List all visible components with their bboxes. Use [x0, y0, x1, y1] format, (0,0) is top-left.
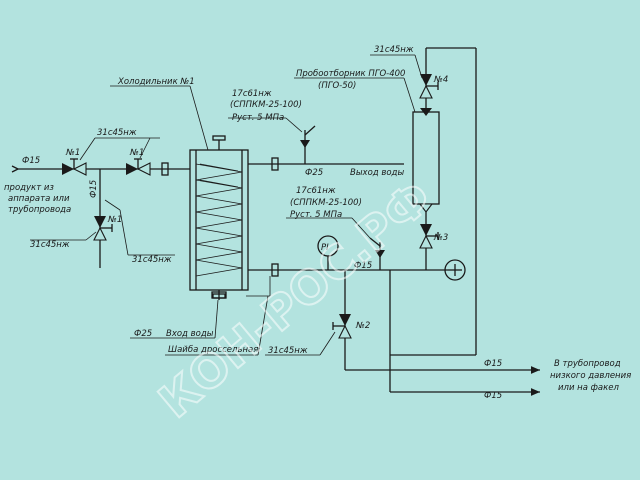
- d15-right2-label: Ф15: [484, 391, 502, 401]
- water-out-pipe: [248, 140, 404, 171]
- valve-n3-label: №3: [433, 233, 448, 243]
- valve-n4: [419, 74, 439, 99]
- valve-n1-a: [62, 158, 87, 176]
- valve-top-code-label: 31с45нж: [97, 128, 137, 138]
- leader-lines: [30, 54, 423, 356]
- pi-label: PI: [321, 243, 329, 253]
- valve-n3: [419, 224, 439, 249]
- safety2-code-label: 17с61нж: [296, 186, 336, 196]
- safety-valve-2: [369, 237, 385, 258]
- safety2-model-label: (СППКМ-25-100): [290, 198, 362, 208]
- valve-bottom-left-code-label: 31с45нж: [30, 240, 70, 250]
- thermometer: [444, 259, 466, 281]
- valve-n1-b-label: №1: [129, 148, 144, 158]
- valve-n2: [332, 314, 352, 339]
- inlet-flange: [161, 162, 169, 176]
- product-in-label-2: аппарата или: [8, 194, 70, 204]
- to-pipe-label-2: низкого давления: [550, 371, 631, 381]
- water-out-label: Выход воды: [350, 168, 404, 178]
- to-pipe-label: В трубопровод: [554, 359, 621, 369]
- valve-n2-code-label: 31с45нж: [268, 346, 308, 356]
- d15-mid-label: Ф15: [354, 261, 372, 271]
- cooler-title-label: Холодильник №1: [117, 77, 195, 87]
- valve-n2-label: №2: [355, 321, 370, 331]
- safety1-press-label: Руст. 5 МПа: [232, 113, 284, 123]
- d25-out-label: Ф25: [305, 168, 323, 178]
- cooler: [189, 135, 249, 300]
- sampler: [390, 47, 477, 356]
- safety1-model-label: (СППКМ-25-100): [230, 100, 302, 110]
- d25-in-label: Ф25: [134, 329, 152, 339]
- safety1-code-label: 17с61нж: [232, 89, 272, 99]
- sampler-label-2: (ПГО-50): [318, 81, 356, 91]
- safety-valve-1: [300, 125, 316, 148]
- valve-n1-b: [126, 158, 151, 176]
- safety2-press-label: Руст. 5 МПа: [290, 210, 342, 220]
- valve-n4-code-label: 31с45нж: [374, 45, 414, 55]
- d15-vertical-label: Ф15: [89, 180, 99, 198]
- to-pipe-label-3: или на факел: [558, 383, 619, 393]
- product-in-label-3: трубопровода: [8, 205, 71, 215]
- valve-n1-c-label: №1: [107, 215, 122, 225]
- valve-n1-c: [93, 216, 113, 241]
- labels: продукт из аппарата или трубопровода Ф15…: [4, 45, 631, 401]
- d15-right1-label: Ф15: [484, 359, 502, 369]
- valve-n1-a-label: №1: [65, 148, 80, 158]
- throttle-washer: [211, 276, 271, 299]
- d15-left-label: Ф15: [22, 156, 40, 166]
- water-in-label: Вход воды: [166, 329, 214, 339]
- valve-n4-label: №4: [433, 75, 448, 85]
- pressure-indicator: PI: [317, 235, 339, 257]
- product-in-label: продукт из: [4, 183, 54, 193]
- valve-mid-code-label: 31с45нж: [132, 255, 172, 265]
- watermark: КОН-РОС.РФ: [148, 170, 441, 428]
- throttle-label: Шайба дроссельная: [168, 345, 258, 355]
- sampler-label: Пробоотборник ПГО-400: [296, 69, 405, 79]
